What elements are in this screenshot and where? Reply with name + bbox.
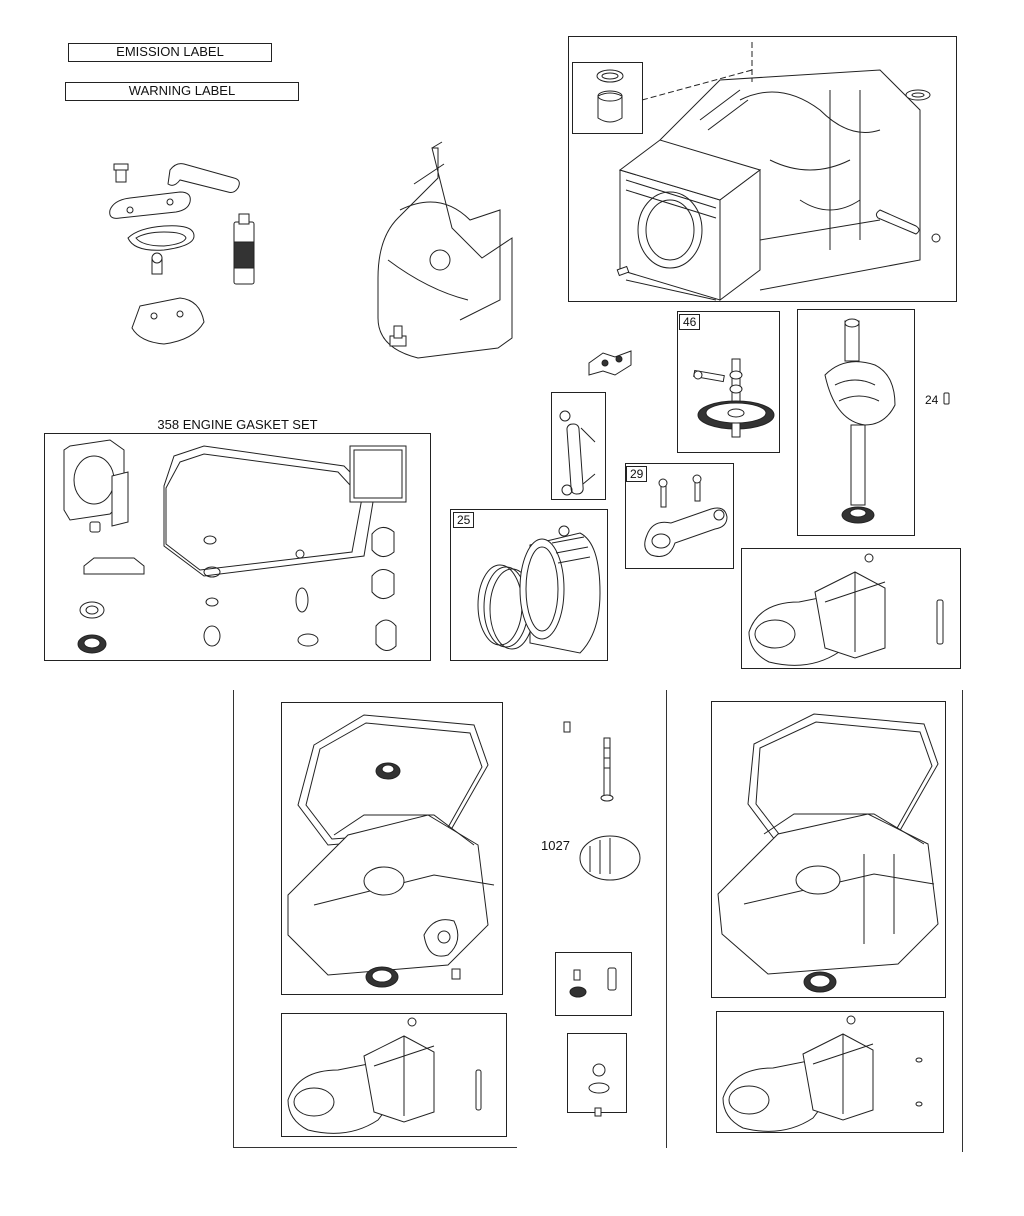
connecting-rod-illustration: [635, 475, 730, 565]
oil-filter-parts-illustration: [560, 718, 650, 878]
divider-bottom: [233, 1147, 517, 1148]
governor-parts-illustration: [585, 345, 635, 381]
cylinder-block-panel: [568, 36, 957, 302]
piston-illustration: [460, 525, 605, 655]
crankcase-cover-illustration-left: [284, 705, 500, 993]
governor-illustration-right: [719, 1014, 941, 1130]
oil-filter-number: 1027: [541, 838, 570, 853]
camshaft-panel: [677, 311, 780, 453]
cylinder-block-illustration: [600, 40, 960, 302]
divider-middle: [666, 690, 667, 1148]
breather-parts-illustration: [100, 150, 250, 350]
crankcase-cover-illustration-right: [714, 704, 944, 996]
governor-assembly-panel: [741, 548, 961, 669]
gasket-set-illustration: [50, 436, 426, 658]
piston-number: 25: [453, 512, 475, 528]
dowel-pin-icon: [944, 393, 950, 405]
oil-drain-parts-panel: [555, 952, 632, 1016]
oil-drain-parts-illustration: [560, 958, 630, 1012]
connecting-rod-panel: [625, 463, 734, 569]
divider-right: [962, 690, 963, 1152]
camshaft-illustration: [690, 355, 780, 450]
crankshaft-illustration: [815, 315, 905, 530]
emission-label-box: EMISSION LABEL: [68, 43, 272, 62]
crankshaft-panel: [797, 309, 915, 536]
piston-pin-illustration: [555, 408, 603, 500]
governor-illustration-left: [284, 1016, 504, 1134]
cylinder-sleeve-inset: [572, 62, 643, 134]
divider-left: [233, 690, 234, 1148]
governor-panel-left: [281, 1013, 507, 1137]
camshaft-number: 46: [679, 314, 701, 330]
engine-gasket-set-title: 358 ENGINE GASKET SET: [44, 417, 431, 434]
connecting-rod-number: 29: [626, 466, 648, 482]
crankcase-cover-panel-left: [281, 702, 503, 995]
warning-label-box: WARNING LABEL: [65, 82, 299, 101]
blower-housing-illustration: [370, 140, 530, 370]
piston-pin-panel: [551, 392, 606, 500]
governor-assembly-illustration: [745, 552, 959, 666]
cylinder-sleeve-illustration: [590, 68, 630, 130]
dowel-pin-number: 24: [925, 393, 939, 407]
governor-panel-right: [716, 1011, 944, 1133]
dipstick-parts-illustration: [585, 1060, 615, 1122]
piston-panel: [450, 509, 608, 661]
crankcase-cover-panel-right: [711, 701, 946, 998]
